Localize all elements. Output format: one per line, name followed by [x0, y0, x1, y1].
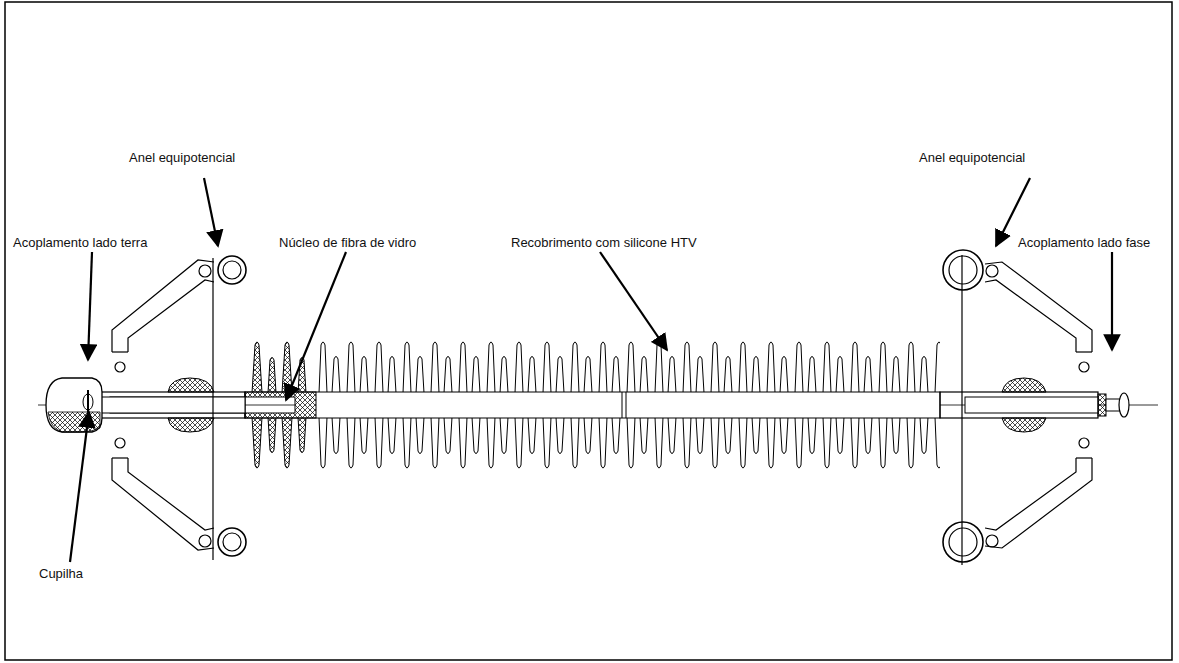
- core-label: Núcleo de fibra de vidro: [278, 235, 417, 250]
- ring-label: Anel equipotencial: [128, 150, 236, 165]
- ring-label: Anel equipotencial: [918, 150, 1026, 165]
- coupling-label: Acoplamento lado fase: [1017, 235, 1151, 250]
- cotter-pin-label: Cupilha: [38, 566, 84, 581]
- coupling-label: Acoplamento lado terra: [12, 235, 148, 250]
- coating-label: Recobrimento com silicone HTV: [510, 235, 698, 250]
